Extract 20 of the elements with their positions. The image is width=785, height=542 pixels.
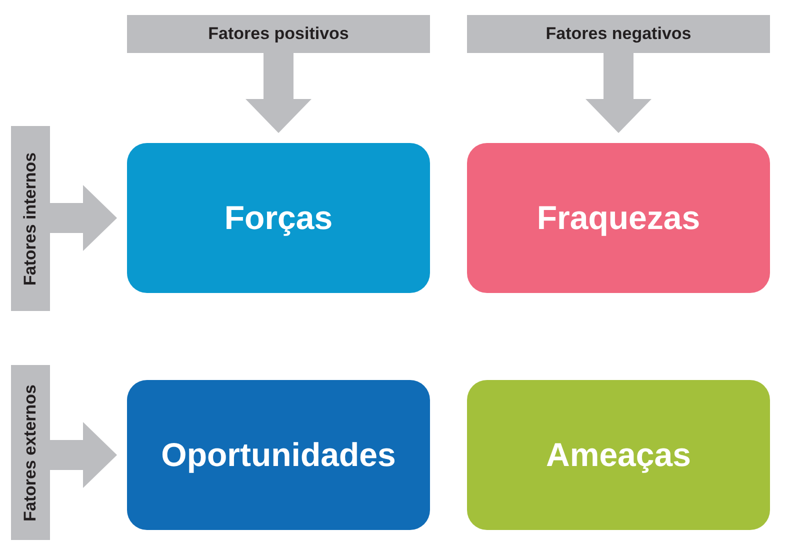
block-arrow (50, 422, 117, 488)
row-header-bar (11, 126, 50, 311)
quadrant-box (467, 380, 770, 530)
quadrant-box (127, 380, 430, 530)
quadrant-title: Oportunidades (161, 436, 396, 474)
quadrant-title: Ameaças (546, 436, 691, 474)
header-label: Fatores externos (20, 384, 40, 521)
header-label: Fatores negativos (546, 24, 692, 44)
header-label: Fatores positivos (208, 24, 349, 44)
column-header-bar (127, 15, 430, 53)
block-arrow (586, 53, 652, 133)
column-header-bar (467, 15, 770, 53)
quadrant-title: Forças (224, 199, 333, 237)
block-arrow (50, 185, 117, 251)
row-header-bar (11, 365, 50, 540)
quadrant-title: Fraquezas (536, 199, 700, 237)
quadrant-box (127, 143, 430, 293)
quadrant-box (467, 143, 770, 293)
block-arrow (246, 53, 312, 133)
header-label: Fatores internos (20, 152, 40, 286)
